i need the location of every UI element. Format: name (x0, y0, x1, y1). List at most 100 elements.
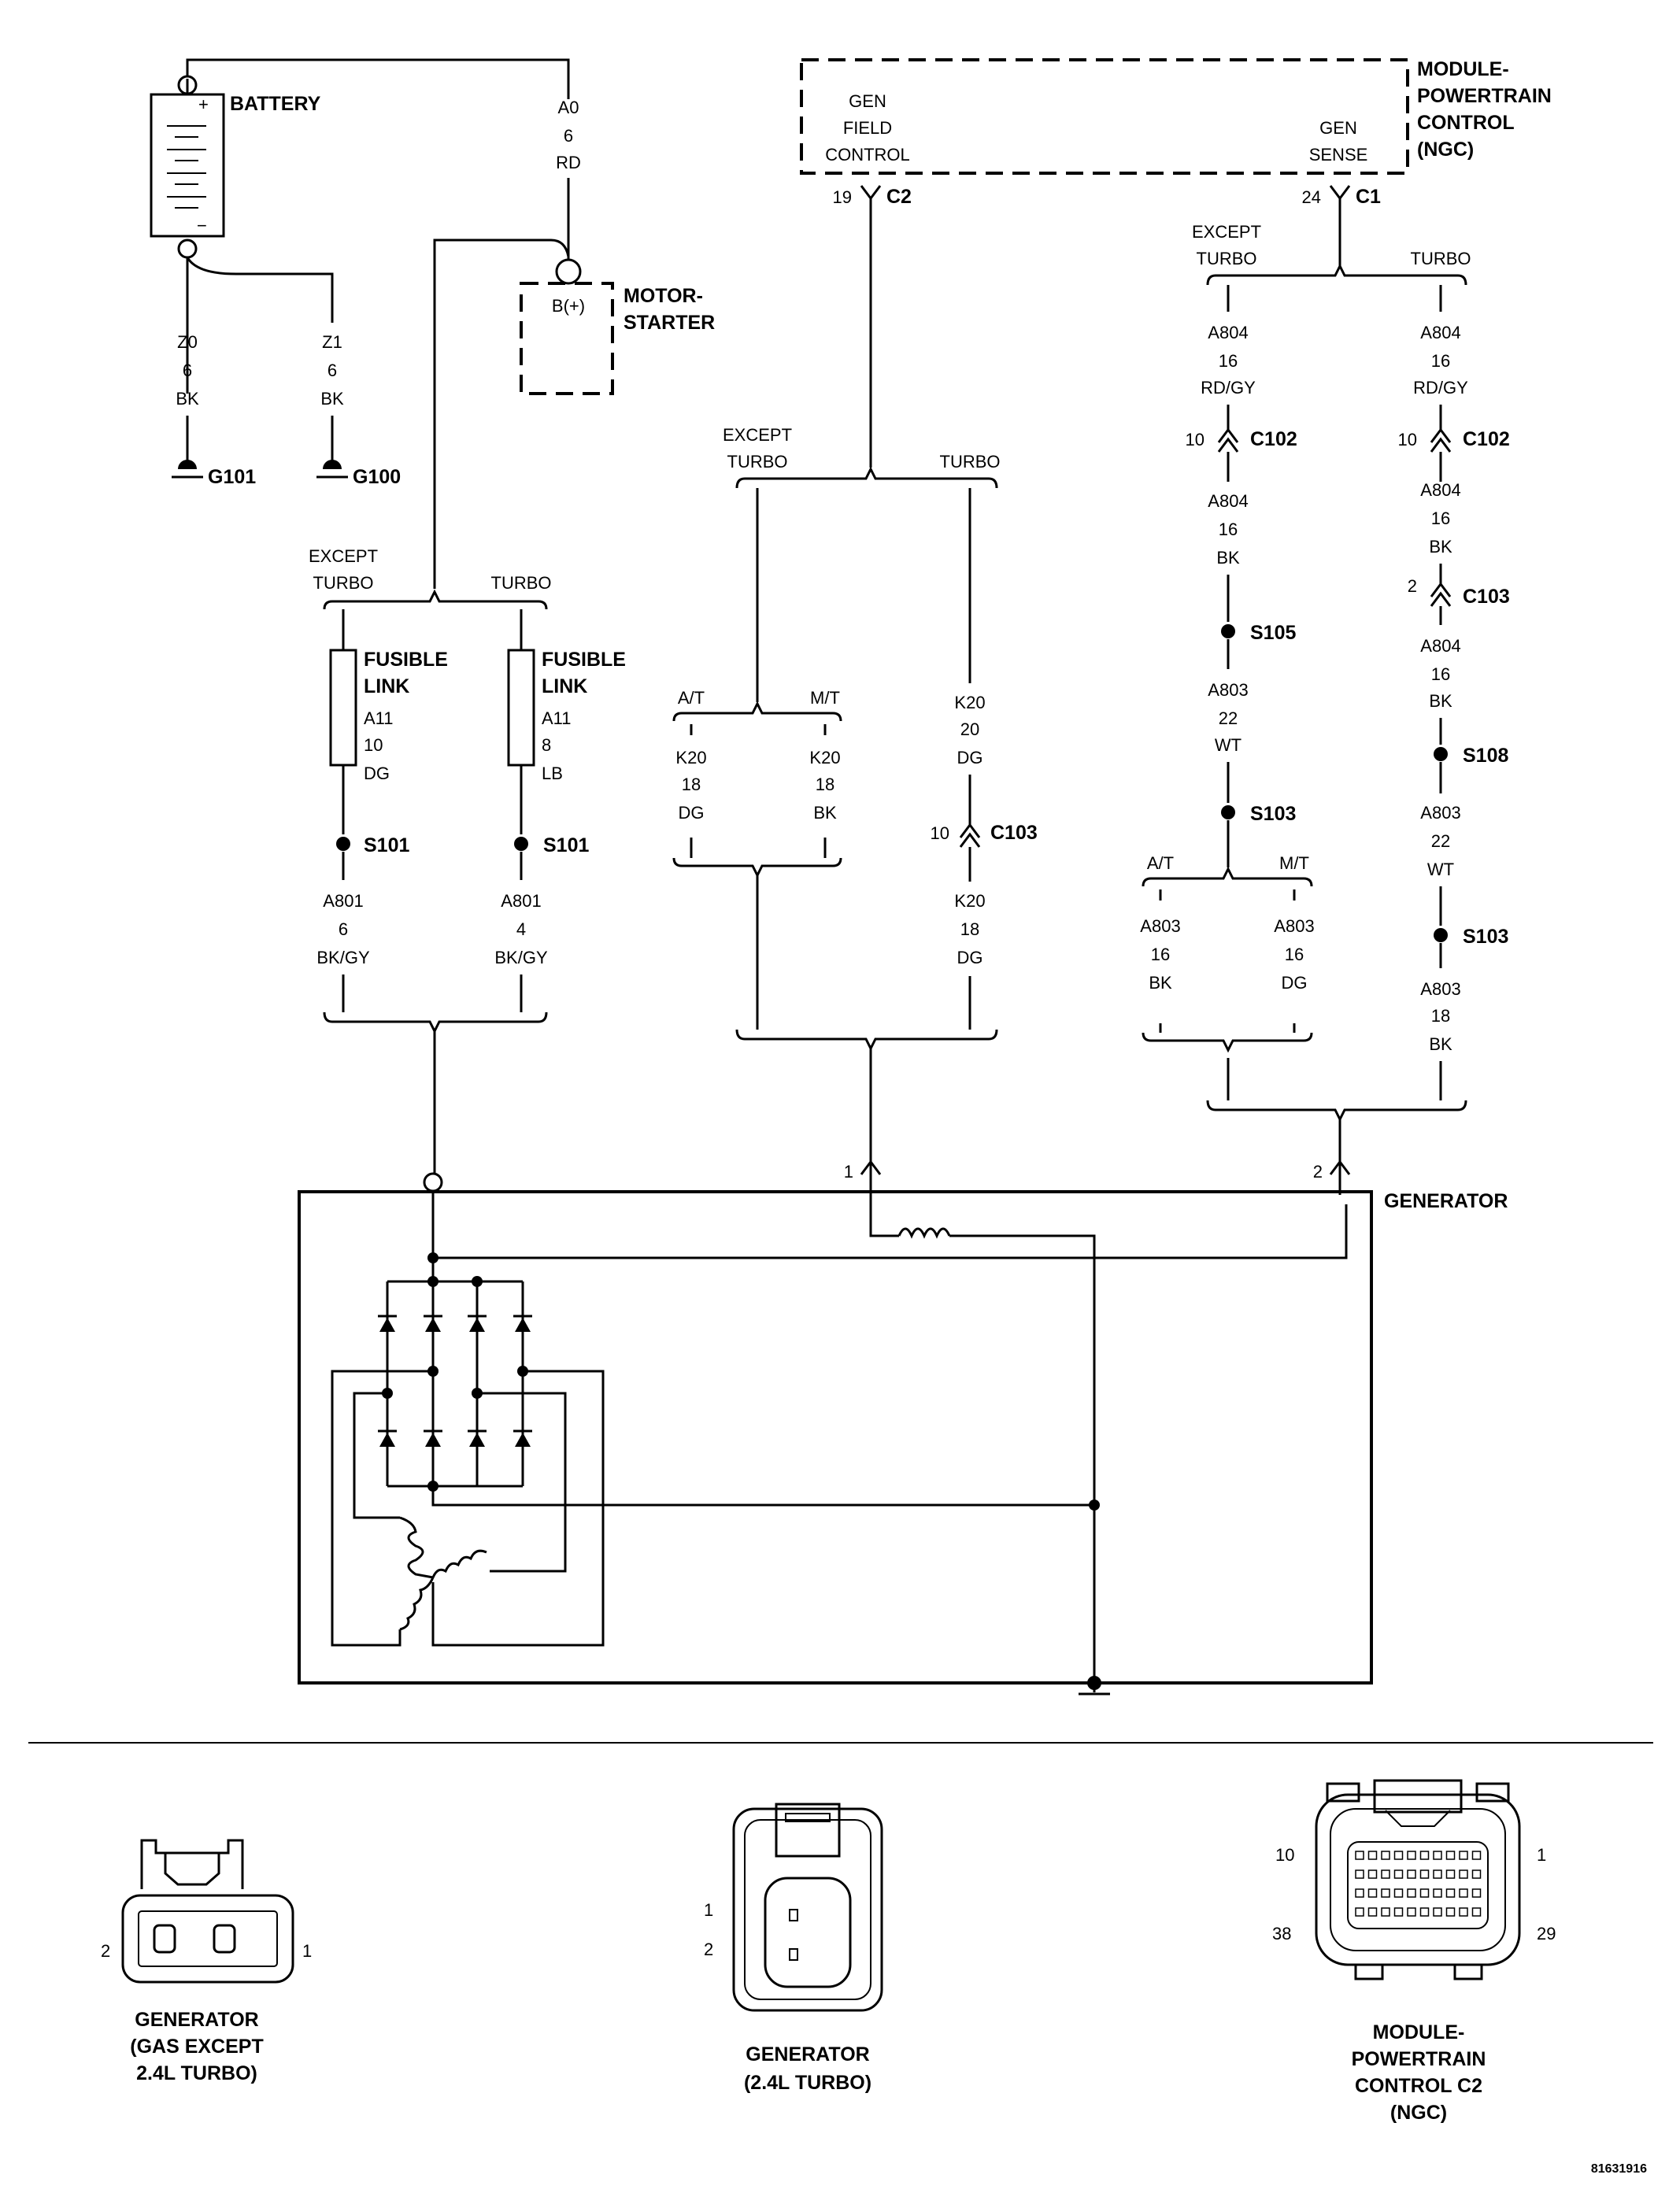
pcm-pin-label-10: 10 (1275, 1845, 1294, 1865)
splice-s101-a: S101 (364, 834, 409, 856)
battery-minus: − (197, 216, 207, 235)
gen-turbo-pin-1: 1 (704, 1900, 713, 1920)
wire-z0-code: Z0 (177, 332, 198, 352)
starter-label-2: STARTER (624, 312, 715, 334)
generator-housing (298, 1190, 1373, 1685)
splice-dot (336, 837, 350, 851)
fusible-a-label-1: FUSIBLE (364, 649, 448, 671)
a804-mid-r-color: BK (1429, 537, 1452, 557)
pcm-c2-label-2: POWERTRAIN (1352, 2048, 1486, 2070)
field-coil-icon (897, 1227, 951, 1239)
pcm-field-1: GEN (849, 91, 886, 111)
k20-turbo-bot-color: DG (957, 948, 983, 967)
pcm-pin-cavity (1459, 1851, 1468, 1860)
a803-at-color: BK (1149, 973, 1172, 993)
k20-turbo-top-gauge: 20 (960, 719, 979, 739)
a803-r-color: WT (1427, 860, 1454, 879)
a801-a-color: BK/GY (316, 948, 370, 967)
splice-s101-b: S101 (543, 834, 589, 856)
k20-turbo-bot-code: K20 (954, 891, 985, 911)
pcm-label-1: MODULE- (1417, 58, 1509, 80)
pcm-pin-label-1: 1 (1537, 1845, 1546, 1865)
pcm-pin-cavity (1355, 1851, 1364, 1860)
pcm-pin-19: 19 (833, 187, 852, 207)
right-except-1: EXCEPT (1192, 222, 1261, 242)
pcm-pin-24: 24 (1302, 187, 1321, 207)
a803-mt-gauge: 16 (1285, 945, 1304, 964)
a804-top-l-gauge: 16 (1219, 351, 1238, 371)
pcm-pin-cavity (1355, 1869, 1364, 1879)
pcm-pin-cavity (1367, 1869, 1378, 1879)
pcm-pin-cavity (1393, 1907, 1404, 1917)
c102-l-pin: 10 (1186, 430, 1204, 449)
battery-label: BATTERY (230, 93, 321, 115)
a803-at-code: A803 (1140, 916, 1180, 936)
a804-mid-r-code: A804 (1420, 480, 1460, 500)
pcm-pin-label-38: 38 (1272, 1924, 1291, 1943)
option-merge (1206, 1100, 1467, 1122)
option-merge (735, 1029, 998, 1052)
splice-dot (1221, 624, 1235, 638)
a803-at-gauge: 16 (1151, 945, 1170, 964)
generator: GENERATOR (298, 1172, 1508, 1696)
fl-a-gauge: 10 (364, 735, 383, 755)
a803-r2-gauge: 18 (1431, 1006, 1450, 1026)
a803-l-color: WT (1215, 735, 1241, 755)
a804-top-l-code: A804 (1208, 323, 1248, 342)
pcm-pin-cavity (1393, 1869, 1404, 1879)
pcm-pin-cavity (1459, 1888, 1468, 1898)
ground-g100: G100 (353, 466, 401, 488)
pcm-pin-cavity (1355, 1907, 1364, 1917)
pcm-pin-cavity (1433, 1907, 1442, 1917)
k20-at-color: DG (679, 803, 705, 823)
pcm-conn-c2: C2 (886, 186, 912, 208)
starter-terminal: B(+) (552, 296, 585, 316)
fusible-b-label-1: FUSIBLE (542, 649, 626, 671)
pcm-label-3: CONTROL (1417, 112, 1515, 134)
k20-turbo-top-color: DG (957, 748, 983, 767)
right-turbo: TURBO (1411, 249, 1471, 268)
connector-symbol (1430, 427, 1452, 453)
pcm-pin-cavity (1459, 1869, 1468, 1879)
fl-a-color: DG (364, 764, 390, 783)
option-merge (323, 1011, 548, 1034)
pcm-pin-cavity (1433, 1888, 1442, 1898)
gen-turbo-label-2: (2.4L TURBO) (744, 2072, 871, 2094)
c103-mid: C103 (990, 822, 1038, 844)
pcm-sense-2: SENSE (1309, 145, 1368, 165)
a804-top-r-code: A804 (1420, 323, 1460, 342)
pcm-pin-cavity (1407, 1888, 1416, 1898)
a804-top-l-color: RD/GY (1201, 378, 1256, 398)
diode-icon (378, 1315, 532, 1447)
a803-r-gauge: 22 (1431, 831, 1450, 851)
pcm-pin-cavity (1433, 1851, 1442, 1860)
starter-label-1: MOTOR- (624, 285, 703, 307)
pcm-conn-c1: C1 (1356, 186, 1381, 208)
a803-l-code: A803 (1208, 680, 1248, 700)
wire-z1-gauge: 6 (327, 361, 337, 380)
k20-turbo-bot-gauge: 18 (960, 919, 979, 939)
ground-g101: G101 (208, 466, 256, 488)
pcm-pin-cavity (1367, 1851, 1378, 1860)
splice-s103-r: S103 (1463, 926, 1508, 948)
a801-b-code: A801 (501, 891, 541, 911)
pcm-label-2: POWERTRAIN (1417, 85, 1552, 107)
pcm-label-4: (NGC) (1417, 139, 1474, 161)
a803-r2-code: A803 (1420, 979, 1460, 999)
pcm-pin-cavity (1393, 1851, 1404, 1860)
pcm-pin-cavity (1471, 1851, 1482, 1860)
fusible-link-b (507, 649, 535, 767)
a803-r2-color: BK (1429, 1034, 1452, 1054)
a804-mid-l-code: A804 (1208, 491, 1248, 511)
connector-pcm-c2: 10 1 38 29 MODULE- POWERTRAIN CONTROL C2… (1272, 1779, 1556, 2124)
generator-label: GENERATOR (1384, 1190, 1508, 1212)
pcm-pin-cavity (1445, 1907, 1456, 1917)
right-at: A/T (1147, 853, 1174, 873)
pcm-pin-cavity (1381, 1888, 1390, 1898)
a803-l-gauge: 22 (1219, 708, 1238, 728)
a803-mt-color: DG (1282, 973, 1308, 993)
fusible-a-label-2: LINK (364, 675, 409, 697)
pcm-pin-cavity (1381, 1907, 1390, 1917)
pcm-field-2: FIELD (843, 118, 892, 138)
